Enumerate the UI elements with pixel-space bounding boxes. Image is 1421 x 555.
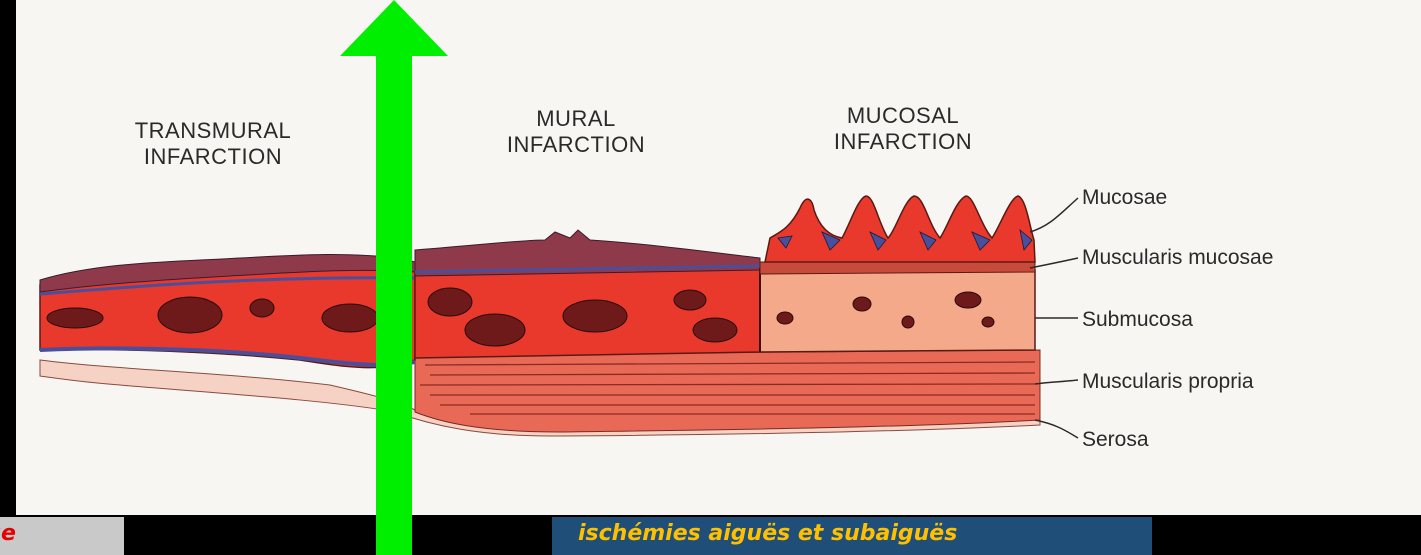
- title-mural: MURAL INFARCTION: [466, 106, 686, 158]
- title-mucosal-line1: MUCOSAL: [788, 103, 1018, 129]
- layer-label-serosa: Serosa: [1082, 428, 1149, 452]
- caption-right: ischémies aiguës et subaiguës: [552, 517, 1152, 555]
- title-mucosal: MUCOSAL INFARCTION: [788, 103, 1018, 155]
- title-transmural-line2: INFARCTION: [78, 144, 348, 170]
- caption-right-text: ischémies aiguës et subaiguës: [578, 521, 957, 546]
- title-transmural: TRANSMURAL INFARCTION: [78, 118, 348, 170]
- mucosal-submucosa: [760, 270, 1035, 352]
- caption-left: ique: [0, 517, 124, 555]
- layer-label-mucosae: Mucosae: [1082, 186, 1167, 210]
- title-mural-line1: MURAL: [466, 106, 686, 132]
- arrow-shaft: [376, 52, 412, 555]
- layer-label-submucosa: Submucosa: [1082, 308, 1193, 332]
- title-transmural-line1: TRANSMURAL: [78, 118, 348, 144]
- caption-left-text: ique: [0, 521, 16, 546]
- layer-label-muscularis-mucosae: Muscularis mucosae: [1082, 246, 1273, 270]
- title-mural-line2: INFARCTION: [466, 132, 686, 158]
- title-mucosal-line2: INFARCTION: [788, 129, 1018, 155]
- layer-label-muscularis-propria: Muscularis propria: [1082, 370, 1254, 394]
- muscularis-mucosae-layer: [760, 262, 1035, 274]
